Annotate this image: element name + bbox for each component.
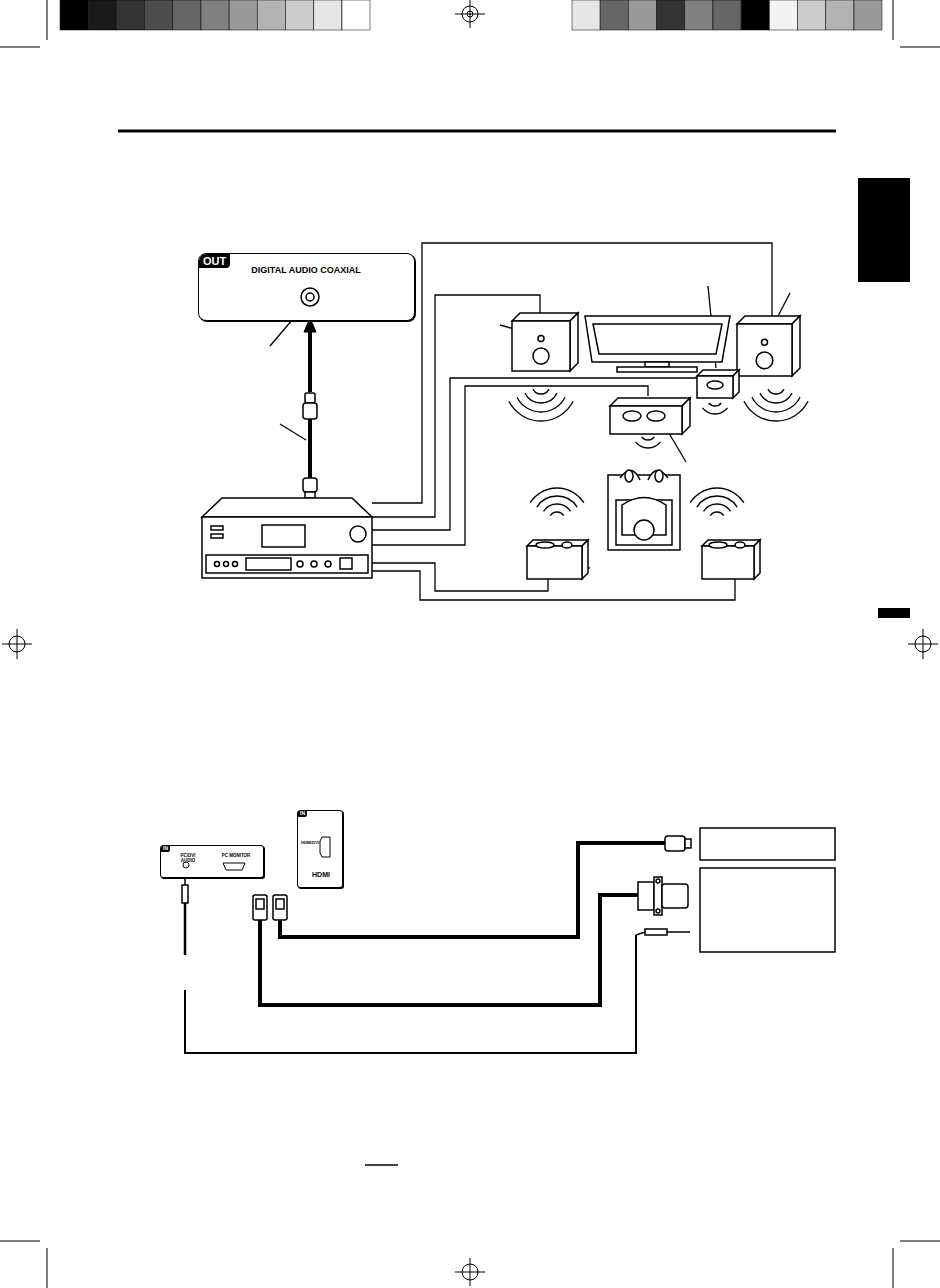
logo-text: HDMI (302, 871, 340, 879)
panel-tab: OUT (199, 254, 230, 268)
connector-panel: INPC/DVI AUDIO PC MONITOR (160, 845, 264, 878)
connector-panel: OUTDIGITAL AUDIO COAXIAL (198, 253, 415, 321)
panel-tab: IN (161, 846, 170, 852)
port-symbol (161, 846, 265, 879)
panel-tab: IN (298, 811, 307, 817)
jack-label: PC/DVI AUDIO (173, 854, 203, 864)
port-label: HDMI/DVI (301, 841, 319, 845)
port-symbol (199, 254, 413, 322)
connector-panel: IN HDMI/DVI HDMI (297, 810, 343, 888)
jack-label: DIGITAL AUDIO COAXIAL (199, 266, 413, 276)
color-bars (60, 0, 882, 30)
port-label: PC MONITOR (216, 854, 256, 859)
